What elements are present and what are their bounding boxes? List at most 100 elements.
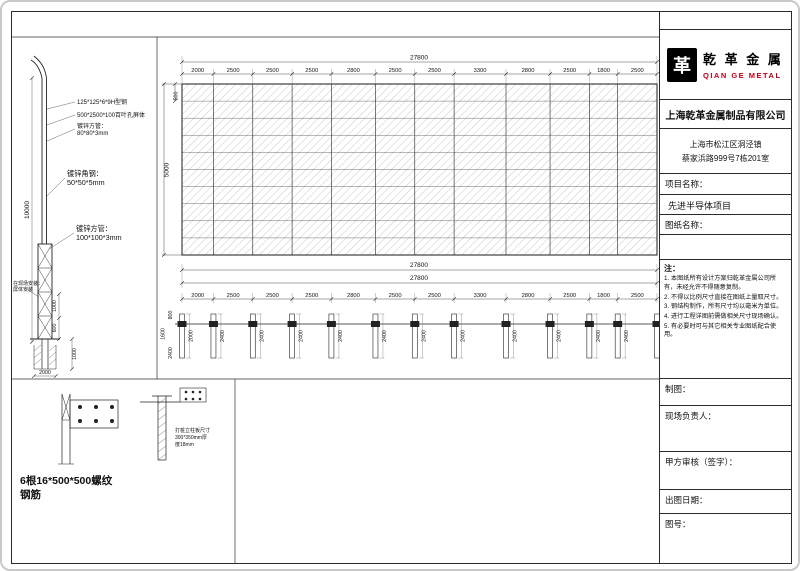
dim-label: 2400 <box>513 330 519 342</box>
plan-post-cap <box>545 321 555 327</box>
rebar-note-line1: 6根16*500*500螺纹 <box>20 474 113 487</box>
post-detail-labels: 125*125*6*9H型钢 500*2500*100百叶孔屏体 镀锌方管： 8… <box>13 98 145 376</box>
callout-hbeam: 125*125*6*9H型钢 <box>77 98 127 106</box>
plan-post <box>503 313 509 359</box>
drawing-name-value <box>660 235 791 260</box>
plan-post <box>328 313 335 359</box>
callout-tube100-line2: 100*100*3mm <box>76 233 122 242</box>
foundation-detail-b <box>140 387 207 461</box>
brand-text: 乾 革 金 属 QIAN GE METAL <box>703 49 783 80</box>
drawing-name-label: 图纸名称： <box>660 215 791 235</box>
dim-label: 2400 <box>624 330 630 342</box>
dim-label: 1800 <box>597 293 610 299</box>
elevation-height-dim: 5000 <box>164 162 171 177</box>
dim-label: 2800 <box>522 68 535 74</box>
site-note-line2: 屏体安装 <box>13 286 33 293</box>
company-address-line2: 蔡家浜路999号7栋201室 <box>681 153 770 163</box>
brand-header: 革 乾 革 金 属 QIAN GE METAL <box>660 30 791 100</box>
company-name: 上海乾革金属制品有限公司 <box>660 100 791 129</box>
dim-label: 2000 <box>189 330 195 342</box>
note-item: 1. 本图纸所有设计方案归乾革金属公司所有，未经允许不得随意复制。 <box>664 275 777 291</box>
elevation-top-row-dim: 500 <box>174 92 180 101</box>
plan-post <box>586 313 593 359</box>
callout-angle-line1: 镀锌角钢： <box>67 169 103 178</box>
callout-louver-panel: 500*2500*100百叶孔屏体 <box>77 111 145 119</box>
notes-cell: 注： 1. 本图纸所有设计方案归乾革金属公司所有，未经允许不得随意复制。 2. … <box>660 260 791 379</box>
dim-label: 2500 <box>631 68 644 74</box>
plate-note-line1: 打桩立柱板尺寸 <box>175 427 210 434</box>
plan-post-cap <box>584 321 594 327</box>
plan-post <box>654 313 659 359</box>
foundation-labels: 打桩立柱板尺寸 300*350mm厚 度18mm 6根16*500*500螺纹 … <box>20 427 210 501</box>
plate-note-line3: 度18mm <box>175 441 194 448</box>
plan-post-cap <box>248 321 258 327</box>
callout-tube100-line1: 镀锌方管： <box>76 224 112 233</box>
foundation-detail-a <box>58 393 119 465</box>
plan-post-cap <box>501 321 511 327</box>
dim-label: 2500 <box>631 293 644 299</box>
title-block: 革 乾 革 金 属 QIAN GE METAL 上海乾革金属制品有限公司 上海市… <box>659 12 791 563</box>
note-item: 2. 不得以比例尺寸直接在图纸上量取尺寸。 <box>664 293 783 301</box>
note-item: 4. 进行工程详图前需做相关尺寸现场确认。 <box>664 312 783 320</box>
brand-name-cn: 乾 革 金 属 <box>703 52 784 67</box>
plan-post <box>614 313 621 359</box>
dim-label: 2400 <box>259 330 265 342</box>
brand-logo-glyph: 革 <box>673 55 691 76</box>
issue-date-label: 出图日期： <box>660 490 791 514</box>
dim-label: 2400 <box>557 330 563 342</box>
dim-label: 2500 <box>227 68 240 74</box>
layout-dividers <box>12 36 659 563</box>
note-item: 3. 钢结构制作，所有尺寸均以毫米为单位。 <box>664 303 783 311</box>
brand-logo: 革 <box>667 47 697 82</box>
post-dim-base: 2000 <box>39 370 51 376</box>
drawing-number-label: 图号： <box>665 519 691 529</box>
plan-overall-dim-top: 27800 <box>410 262 428 269</box>
note-item: 5. 有必要时可与其它相关专业图纸配合使用。 <box>664 322 777 339</box>
dim-label: 2500 <box>305 293 318 299</box>
dim-label: 2800 <box>347 68 360 74</box>
plan-post <box>249 313 256 359</box>
plan-post <box>210 313 217 359</box>
plan-view: 27800 27800 800 1600 2400 <box>161 262 659 359</box>
elevation-overall-dim: 27800 <box>410 55 428 62</box>
dim-label: 2000 <box>191 293 204 299</box>
dim-label: 2500 <box>389 293 402 299</box>
callout-tube80-line2: 80*80*3mm <box>77 131 108 137</box>
plan-post-cap <box>449 321 459 327</box>
dim-label: 2400 <box>299 330 305 342</box>
dim-label: 2500 <box>563 68 576 74</box>
generated-geometry: 2000 2500 2500 2500 2800 2500 2500 3300 2800 2500… <box>29 56 659 379</box>
plan-post-cap <box>326 321 336 327</box>
post-height-dim: 10000 <box>24 201 31 219</box>
dim-label: 3300 <box>474 68 487 74</box>
plan-post <box>372 313 379 359</box>
dim-label: 2400 <box>421 330 427 342</box>
dim-label: 2400 <box>382 330 388 342</box>
dim-label: 2000 <box>191 68 204 74</box>
plan-post <box>289 313 295 359</box>
dim-label: 2500 <box>428 68 441 74</box>
notes-label: 注： <box>664 264 680 273</box>
project-name-value: 先进半导体项目 <box>660 195 791 215</box>
plan-post-cap <box>652 321 659 327</box>
site-note-line1: 在现场安装： <box>13 280 43 287</box>
project-name-label: 项目名称： <box>660 174 791 195</box>
dim-label: 2500 <box>563 293 576 299</box>
plan-post-cap <box>410 321 420 327</box>
callout-tube80-line1: 镀锌方管： <box>77 122 107 130</box>
callout-angle-line2: 50*50*5mm <box>67 178 105 187</box>
post-dim-mid: 600 <box>52 324 58 333</box>
plan-left-dim-1: 800 <box>168 311 174 320</box>
plate-note-line2: 300*350mm厚 <box>175 435 207 441</box>
plan-left-dim-3: 2400 <box>168 347 174 359</box>
company-address-line1: 上海市松江区洞泾镇 <box>689 139 762 149</box>
post-section-detail <box>24 55 76 377</box>
post-dim-lower: 1000 <box>72 348 78 360</box>
plan-post-cap <box>370 321 380 327</box>
dim-label: 2500 <box>227 293 240 299</box>
plan-post <box>411 313 418 359</box>
dim-label: 3300 <box>474 293 487 299</box>
plan-post <box>451 313 457 359</box>
draftsman-label: 制图： <box>660 379 791 406</box>
